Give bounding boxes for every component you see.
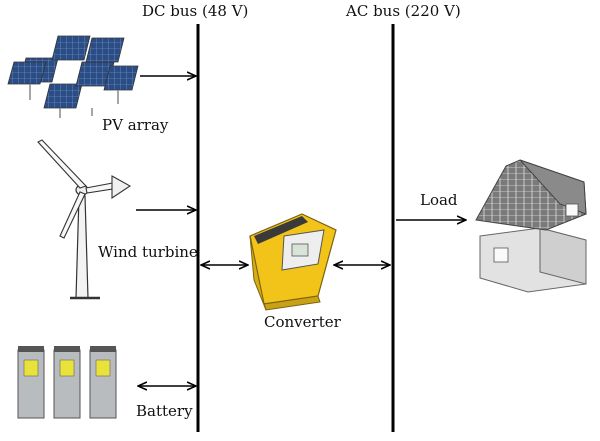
wind-turbine-label: Wind turbine — [98, 243, 198, 261]
pv-array-label: PV array — [102, 116, 169, 134]
battery-label: Battery — [136, 402, 193, 420]
dc-bus-label: DC bus (48 V) — [142, 2, 249, 20]
load-label: Load — [420, 191, 458, 209]
converter-label: Converter — [264, 313, 341, 331]
inverter-icon — [249, 213, 337, 311]
solar-panel-icon — [7, 35, 139, 118]
ac-bus-label: AC bus (220 V) — [346, 2, 461, 20]
wind-turbine-icon — [37, 139, 132, 300]
house-icon — [475, 159, 587, 293]
battery-icon — [17, 346, 117, 419]
